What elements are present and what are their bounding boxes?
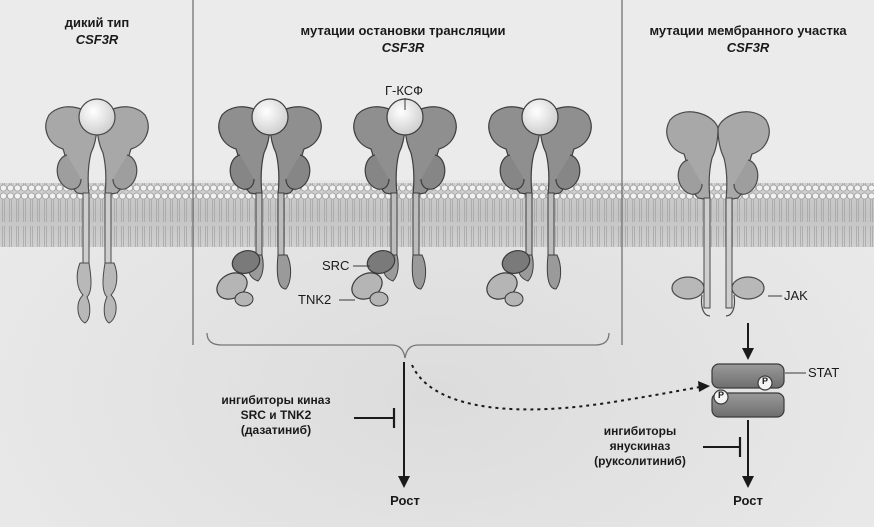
stat-dimer [711, 363, 785, 418]
growth-label-left: Рост [390, 493, 420, 508]
jak-inhibitor-line-1: ингибиторы [603, 424, 677, 438]
gene-name: CSF3R [75, 32, 119, 47]
grouping-brace [206, 332, 610, 359]
jak-label: JAK [784, 288, 808, 303]
growth-arrowhead-left [398, 476, 410, 488]
ligand-label: Г-КСФ [385, 83, 424, 98]
src-label: SRC [322, 258, 350, 273]
growth-arrowhead-right [742, 476, 754, 488]
jak-inhibitor-note: ингибиторы янускиназ (руксолитиниб) [578, 424, 702, 469]
crosstalk-dotted-arrow [411, 364, 701, 411]
tnk2-label: TNK2 [298, 292, 332, 307]
gene-name: CSF3R [726, 40, 770, 55]
kinase-inhibitor-line-1: ингибиторы киназ [221, 393, 331, 407]
phospho-label-1: P [761, 376, 768, 386]
panel-header-membrane: мутации мембранного участка CSF3R [628, 22, 868, 56]
panel-title: мутации мембранного участка [649, 23, 847, 38]
growth-label-right: Рост [733, 493, 763, 508]
jak-to-stat-arrowhead [742, 348, 754, 360]
panel-header-truncation: мутации остановки трансляции CSF3R [268, 22, 538, 56]
jak-inhibitor-line-3: (руксолитиниб) [594, 454, 686, 468]
phospho-circle-2 [713, 389, 729, 405]
kinase-inhibitor-line-2: SRC и TNK2 [240, 408, 312, 422]
phospho-label-2: P [717, 390, 724, 400]
jak-inhibitor-line-2: янускиназ [609, 439, 671, 453]
phospho-circle-1 [757, 375, 773, 391]
panel-header-wild-type: дикий тип CSF3R [52, 14, 142, 48]
crosstalk-arrowhead [698, 381, 710, 392]
kinase-inhibitor-note: ингибиторы киназ SRC и TNK2 (дазатиниб) [196, 393, 356, 438]
gene-name: CSF3R [381, 40, 425, 55]
stat-label: STAT [808, 365, 840, 380]
panel-title: мутации остановки трансляции [300, 23, 506, 38]
panel-title: дикий тип [64, 15, 130, 30]
kinase-inhibitor-line-3: (дазатиниб) [240, 423, 312, 437]
